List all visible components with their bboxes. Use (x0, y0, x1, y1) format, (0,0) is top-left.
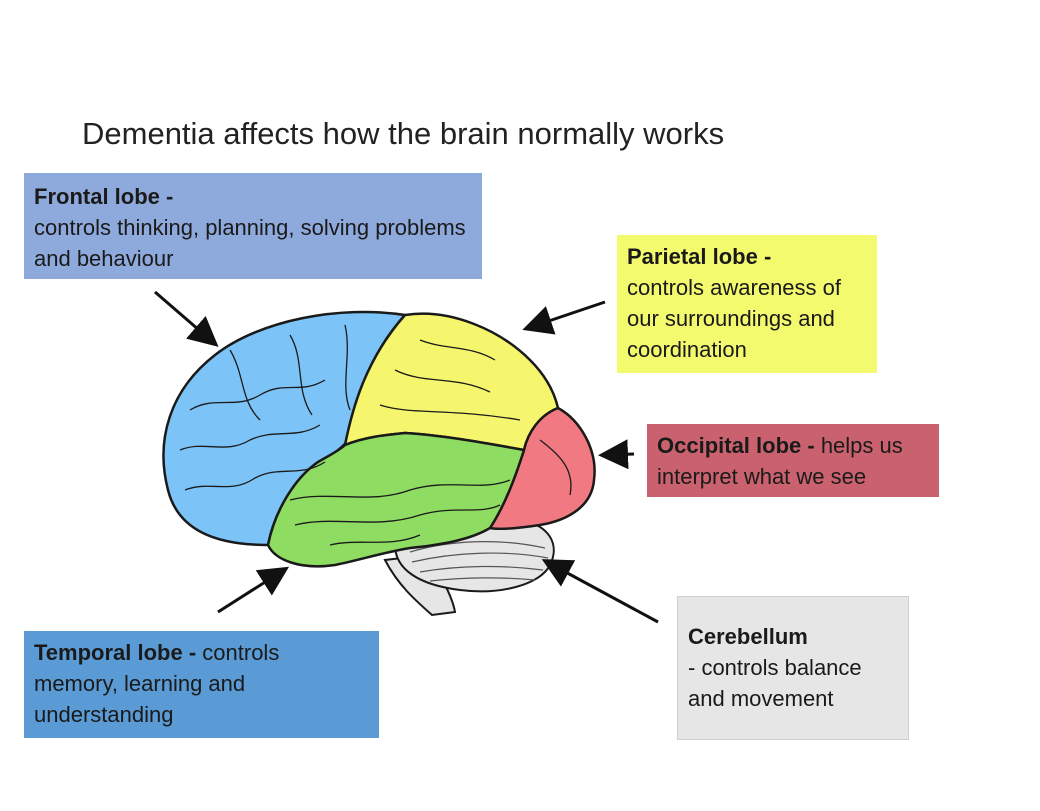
parietal-lobe-name: Parietal lobe - (627, 244, 772, 269)
cerebellum-name: Cerebellum (688, 624, 808, 649)
frontal-arrow (154, 290, 219, 347)
parietal-lobe-desc: controls awareness of our surroundings a… (627, 275, 841, 362)
frontal-lobe-name: Frontal lobe - (34, 184, 174, 209)
occipital-lobe-name: Occipital lobe - (657, 433, 815, 458)
page-title: Dementia affects how the brain normally … (82, 116, 725, 151)
cerebellum-arrow (541, 559, 659, 624)
frontal-lobe-desc: controls thinking, planning, solving pro… (34, 215, 466, 271)
temporal-lobe-name: Temporal lobe - (34, 640, 197, 665)
cerebellum-label: Cerebellum - controls balance and moveme… (677, 596, 909, 740)
gyri-lines (179, 324, 572, 546)
occipital-lobe-label: Occipital lobe - helps us interpret what… (647, 424, 939, 497)
cerebellum-desc: - controls balance and movement (688, 655, 862, 711)
temporal-arrow (217, 566, 290, 614)
occipital-lobe-desc: helps us interpret what we see (657, 433, 903, 489)
occipital-arrow (598, 439, 635, 470)
temporal-lobe-desc: controls memory, learning and understand… (34, 640, 280, 727)
parietal-lobe-label: Parietal lobe - controls awareness of ou… (617, 235, 877, 373)
temporal-lobe-label: Temporal lobe - controls memory, learnin… (24, 631, 379, 738)
frontal-lobe-label: Frontal lobe - controls thinking, planni… (24, 173, 482, 279)
parietal-arrow (522, 300, 606, 335)
temporal-lobe-region (266, 431, 526, 568)
